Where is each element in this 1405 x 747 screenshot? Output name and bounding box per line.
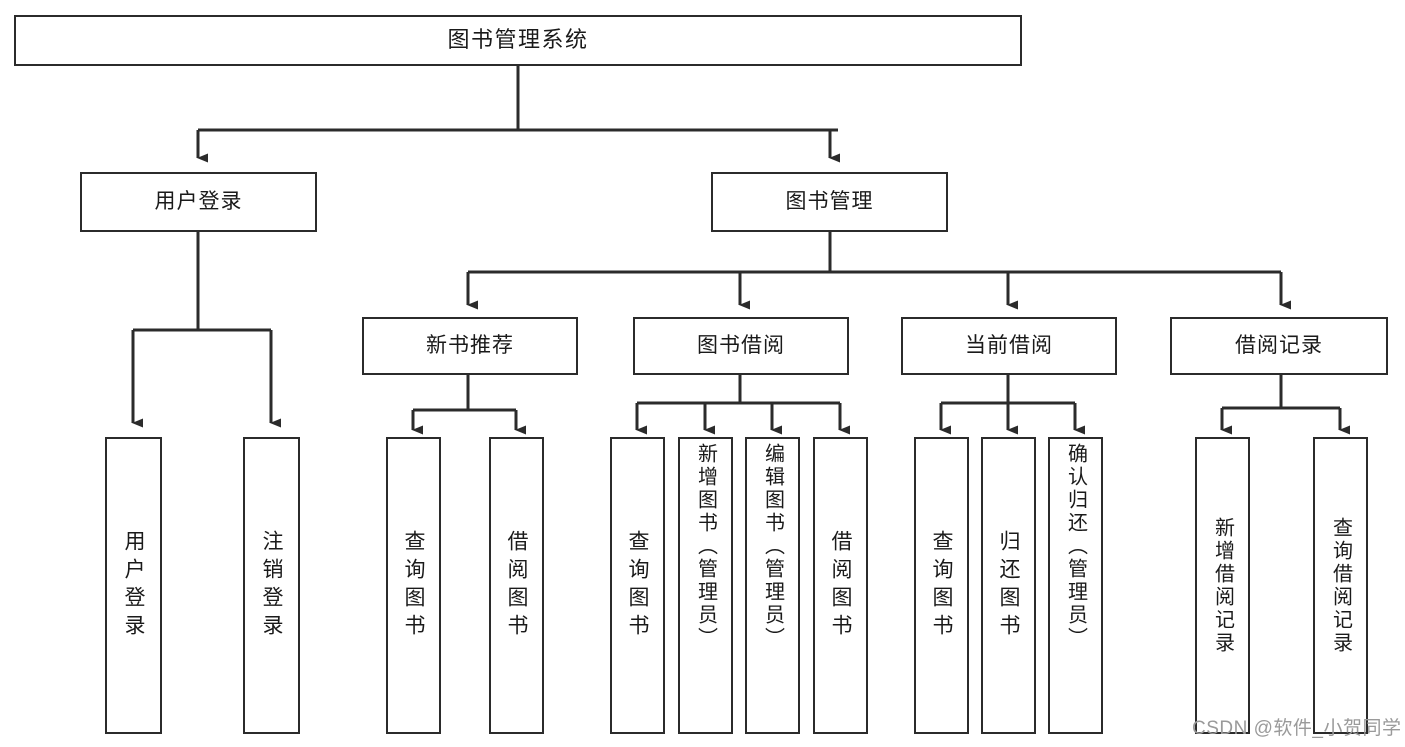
node-label: 查询借阅记录 <box>1329 516 1352 655</box>
leaf-current-confirm-return-admin[interactable]: 确认归还（管理员） <box>1048 437 1103 734</box>
node-book-management[interactable]: 图书管理 <box>711 172 948 232</box>
leaf-user-login[interactable]: 用户登录 <box>105 437 162 734</box>
node-label: 图书管理系统 <box>447 27 589 53</box>
node-borrow-records[interactable]: 借阅记录 <box>1170 317 1388 375</box>
node-label: 查询图书 <box>626 529 649 642</box>
leaf-borrow-lend-book[interactable]: 借阅图书 <box>813 437 868 734</box>
node-label: 图书管理 <box>785 190 874 214</box>
leaf-recommend-borrow-book[interactable]: 借阅图书 <box>489 437 544 734</box>
node-label: 用户登录 <box>122 529 145 642</box>
node-label: 当前借阅 <box>965 334 1053 358</box>
node-root-system[interactable]: 图书管理系统 <box>14 15 1022 66</box>
leaf-borrow-query-book[interactable]: 查询图书 <box>610 437 665 734</box>
leaf-logout[interactable]: 注销登录 <box>243 437 300 734</box>
node-user-login[interactable]: 用户登录 <box>80 172 317 232</box>
node-label: 用户登录 <box>154 190 243 214</box>
leaf-current-query-book[interactable]: 查询图书 <box>914 437 969 734</box>
node-label: 新书推荐 <box>426 334 514 358</box>
node-label: 编辑图书（管理员） <box>761 443 784 650</box>
csdn-watermark: CSDN @软件_小贺同学 <box>1192 718 1402 739</box>
leaf-records-query[interactable]: 查询借阅记录 <box>1313 437 1368 734</box>
leaf-borrow-add-book-admin[interactable]: 新增图书（管理员） <box>678 437 733 734</box>
node-label: 借阅记录 <box>1235 334 1323 358</box>
leaf-records-add[interactable]: 新增借阅记录 <box>1195 437 1250 734</box>
leaf-borrow-edit-book-admin[interactable]: 编辑图书（管理员） <box>745 437 800 734</box>
node-label: 新增图书（管理员） <box>694 443 717 650</box>
node-label: 查询图书 <box>402 529 425 642</box>
node-label: 借阅图书 <box>505 529 528 642</box>
leaf-recommend-query-book[interactable]: 查询图书 <box>386 437 441 734</box>
node-label: 图书借阅 <box>697 334 785 358</box>
node-label: 注销登录 <box>260 529 283 642</box>
node-label: 归还图书 <box>997 529 1020 642</box>
node-book-borrow[interactable]: 图书借阅 <box>633 317 849 375</box>
node-new-book-recommend[interactable]: 新书推荐 <box>362 317 578 375</box>
node-current-borrow[interactable]: 当前借阅 <box>901 317 1117 375</box>
node-label: 确认归还（管理员） <box>1064 443 1087 650</box>
node-label: 查询图书 <box>930 529 953 642</box>
node-label: 新增借阅记录 <box>1211 516 1234 655</box>
leaf-current-return-book[interactable]: 归还图书 <box>981 437 1036 734</box>
node-label: 借阅图书 <box>829 529 852 642</box>
